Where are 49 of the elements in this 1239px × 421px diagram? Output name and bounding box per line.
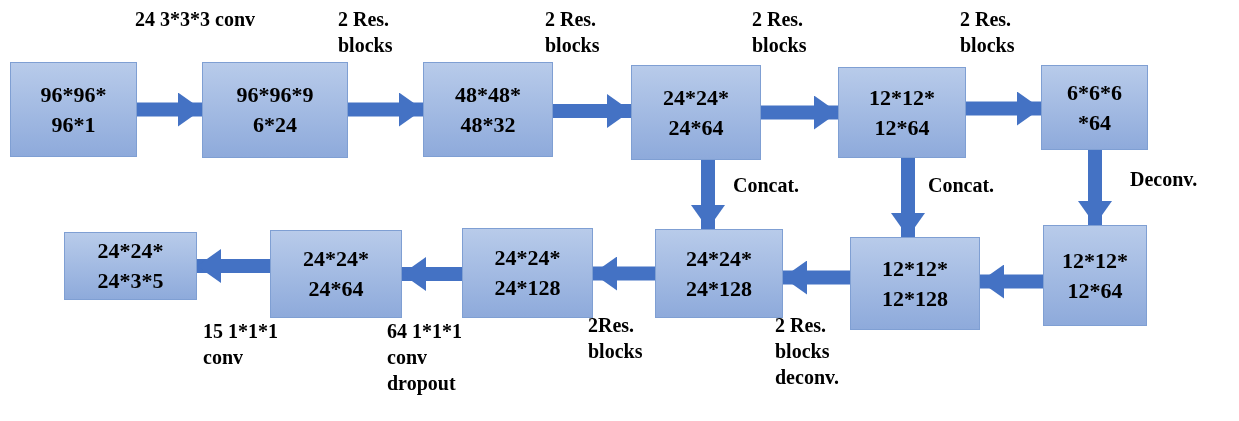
edge-label: 2 Res. blocks — [752, 7, 808, 58]
layer-box — [270, 230, 402, 318]
layer-box — [850, 237, 980, 330]
block-arrow — [761, 95, 838, 130]
edge-label: 64 1*1*1 conv dropout — [387, 319, 463, 396]
tensor-size: 12*12* 12*64 — [868, 83, 936, 142]
block-arrow — [691, 160, 725, 229]
tensor-size: 12*12* 12*64 — [1061, 246, 1129, 305]
edge-label: 2Res. blocks — [588, 313, 644, 364]
tensor-size: 48*48* 48*32 — [454, 80, 522, 139]
block-arrow — [137, 92, 202, 127]
layer-box — [202, 62, 348, 158]
tensor-size: 96*96*9 6*24 — [235, 81, 315, 139]
tensor-size: 24*24* 24*3*5 — [96, 237, 165, 295]
edge-label: Deconv. — [1130, 167, 1199, 192]
block-arrow — [553, 94, 631, 128]
block-arrow — [593, 256, 655, 291]
tensor-size: 24*24* 24*128 — [685, 244, 753, 303]
layer-box — [10, 62, 137, 157]
tensor-size: 24*24* 24*128 — [493, 244, 562, 302]
edge-label: Concat. — [928, 173, 996, 198]
block-arrow — [966, 91, 1041, 126]
block-arrow — [980, 264, 1043, 299]
layer-box — [838, 67, 966, 158]
edge-label: 2 Res. blocks — [960, 7, 1016, 58]
block-arrow — [1078, 150, 1112, 225]
tensor-size: 12*12* 12*128 — [881, 254, 949, 313]
block-arrow — [891, 158, 925, 237]
edge-label: 2 Res. blocks — [338, 7, 394, 58]
layer-box — [655, 229, 783, 318]
block-arrow — [402, 257, 462, 291]
edge-label: 2 Res. blocks deconv. — [775, 313, 840, 390]
edge-label: 15 1*1*1 conv — [203, 319, 279, 370]
block-arrow — [348, 92, 423, 127]
layer-box — [631, 65, 761, 160]
tensor-size: 24*24* 24*64 — [302, 245, 370, 303]
tensor-size: 6*6*6 *64 — [1066, 78, 1123, 137]
tensor-size: 96*96* 96*1 — [39, 80, 108, 139]
block-arrow — [197, 249, 270, 283]
layer-box — [64, 232, 197, 300]
block-arrow — [783, 260, 850, 295]
tensor-size: 24*24* 24*64 — [662, 83, 730, 142]
layer-box — [1041, 65, 1148, 150]
edge-label: 2 Res. blocks — [545, 7, 601, 58]
edge-label: 24 3*3*3 conv — [135, 7, 256, 32]
layer-box — [462, 228, 593, 318]
edge-label: Concat. — [733, 173, 801, 198]
layer-box — [1043, 225, 1147, 326]
layer-box — [423, 62, 553, 157]
